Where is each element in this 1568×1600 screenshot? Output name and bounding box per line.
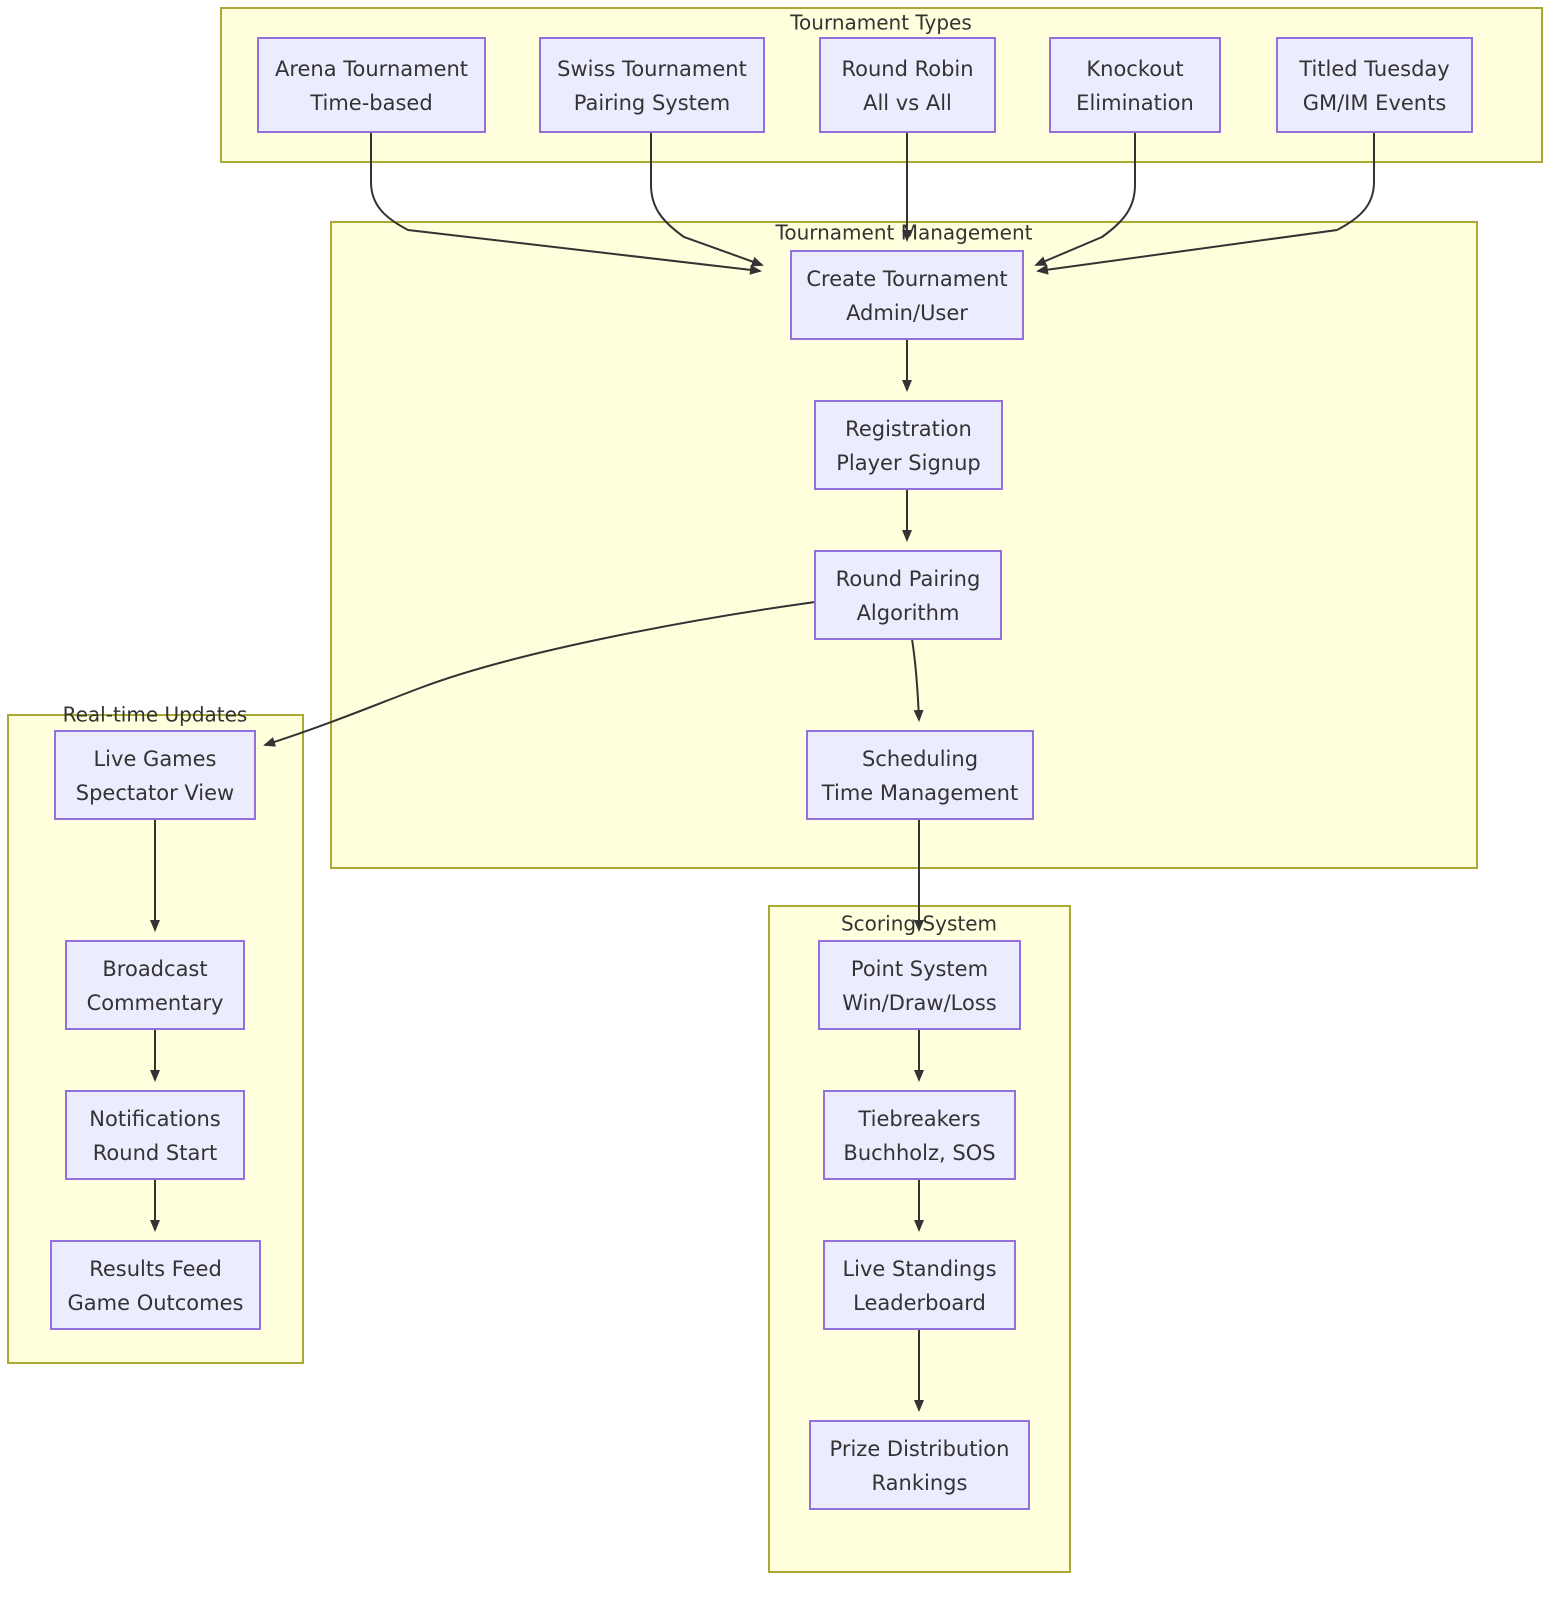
node-title-notifications: Notifications [89,1107,220,1131]
edge-arena-to-create [370,132,762,275]
node-box-standings[interactable] [823,1240,1016,1330]
node-box-arena[interactable] [257,37,486,133]
node-subtitle-prizes: Rankings [872,1471,968,1495]
node-title-prizes: Prize Distribution [830,1437,1010,1461]
node-box-resultsfeed[interactable] [50,1240,261,1330]
node-subtitle-scheduling: Time Management [821,781,1018,805]
node-title-broadcast: Broadcast [102,957,207,981]
cluster-label-tournament-management: Tournament Management [775,221,1033,245]
node-subtitle-arena: Time-based [309,91,432,115]
node-box-broadcast[interactable] [65,940,245,1030]
cluster-label-real-time-updates: Real-time Updates [63,703,248,727]
node-box-create[interactable] [790,250,1024,340]
node-title-pairing: Round Pairing [836,567,981,591]
node-title-roundrobin: Round Robin [841,57,973,81]
node-subtitle-livegames: Spectator View [76,781,234,805]
node-title-knockout: Knockout [1086,57,1183,81]
node-subtitle-resultsfeed: Game Outcomes [68,1291,244,1315]
node-title-scheduling: Scheduling [862,747,978,771]
node-box-registration[interactable] [814,400,1003,490]
node-title-standings: Live Standings [842,1257,996,1281]
edge-pairing-to-livegames [263,601,816,747]
node-box-scheduling[interactable] [806,730,1034,820]
node-box-notifications[interactable] [65,1090,245,1180]
node-title-livegames: Live Games [93,747,216,771]
edge-pairing-to-scheduling [911,638,924,722]
node-subtitle-broadcast: Commentary [87,991,224,1015]
node-box-pairing[interactable] [814,550,1002,640]
node-box-prizes[interactable] [809,1420,1030,1510]
node-box-roundrobin[interactable] [819,37,996,133]
node-subtitle-knockout: Elimination [1076,91,1194,115]
node-title-resultsfeed: Results Feed [89,1257,222,1281]
node-subtitle-pairing: Algorithm [857,601,960,625]
node-title-arena: Arena Tournament [275,57,468,81]
node-box-points[interactable] [818,940,1021,1030]
node-subtitle-standings: Leaderboard [853,1291,986,1315]
edge-group [150,132,1375,1412]
node-subtitle-roundrobin: All vs All [863,91,952,115]
node-box-knockout[interactable] [1049,37,1221,133]
node-title-tiebreak: Tiebreakers [857,1107,980,1131]
node-subtitle-notifications: Round Start [93,1141,217,1165]
edge-titled-to-create [1036,132,1375,275]
node-subtitle-registration: Player Signup [836,451,980,475]
node-subtitle-swiss: Pairing System [574,91,731,115]
node-subtitle-titled: GM/IM Events [1303,91,1447,115]
edge-swiss-to-create [650,132,764,267]
node-box-titled[interactable] [1276,37,1473,133]
node-subtitle-points: Win/Draw/Loss [842,991,997,1015]
node-title-points: Point System [851,957,988,981]
node-title-swiss: Swiss Tournament [557,57,747,81]
node-title-titled: Titled Tuesday [1298,57,1449,81]
node-subtitle-tiebreak: Buchholz, SOS [843,1141,995,1165]
node-box-tiebreak[interactable] [823,1090,1016,1180]
node-subtitle-create: Admin/User [846,301,968,325]
node-title-registration: Registration [845,417,972,441]
node-box-swiss[interactable] [539,37,765,133]
node-title-create: Create Tournament [806,267,1007,291]
edge-knockout-to-create [1034,132,1136,266]
cluster-label-tournament-types: Tournament Types [789,11,972,35]
node-box-livegames[interactable] [54,730,256,820]
